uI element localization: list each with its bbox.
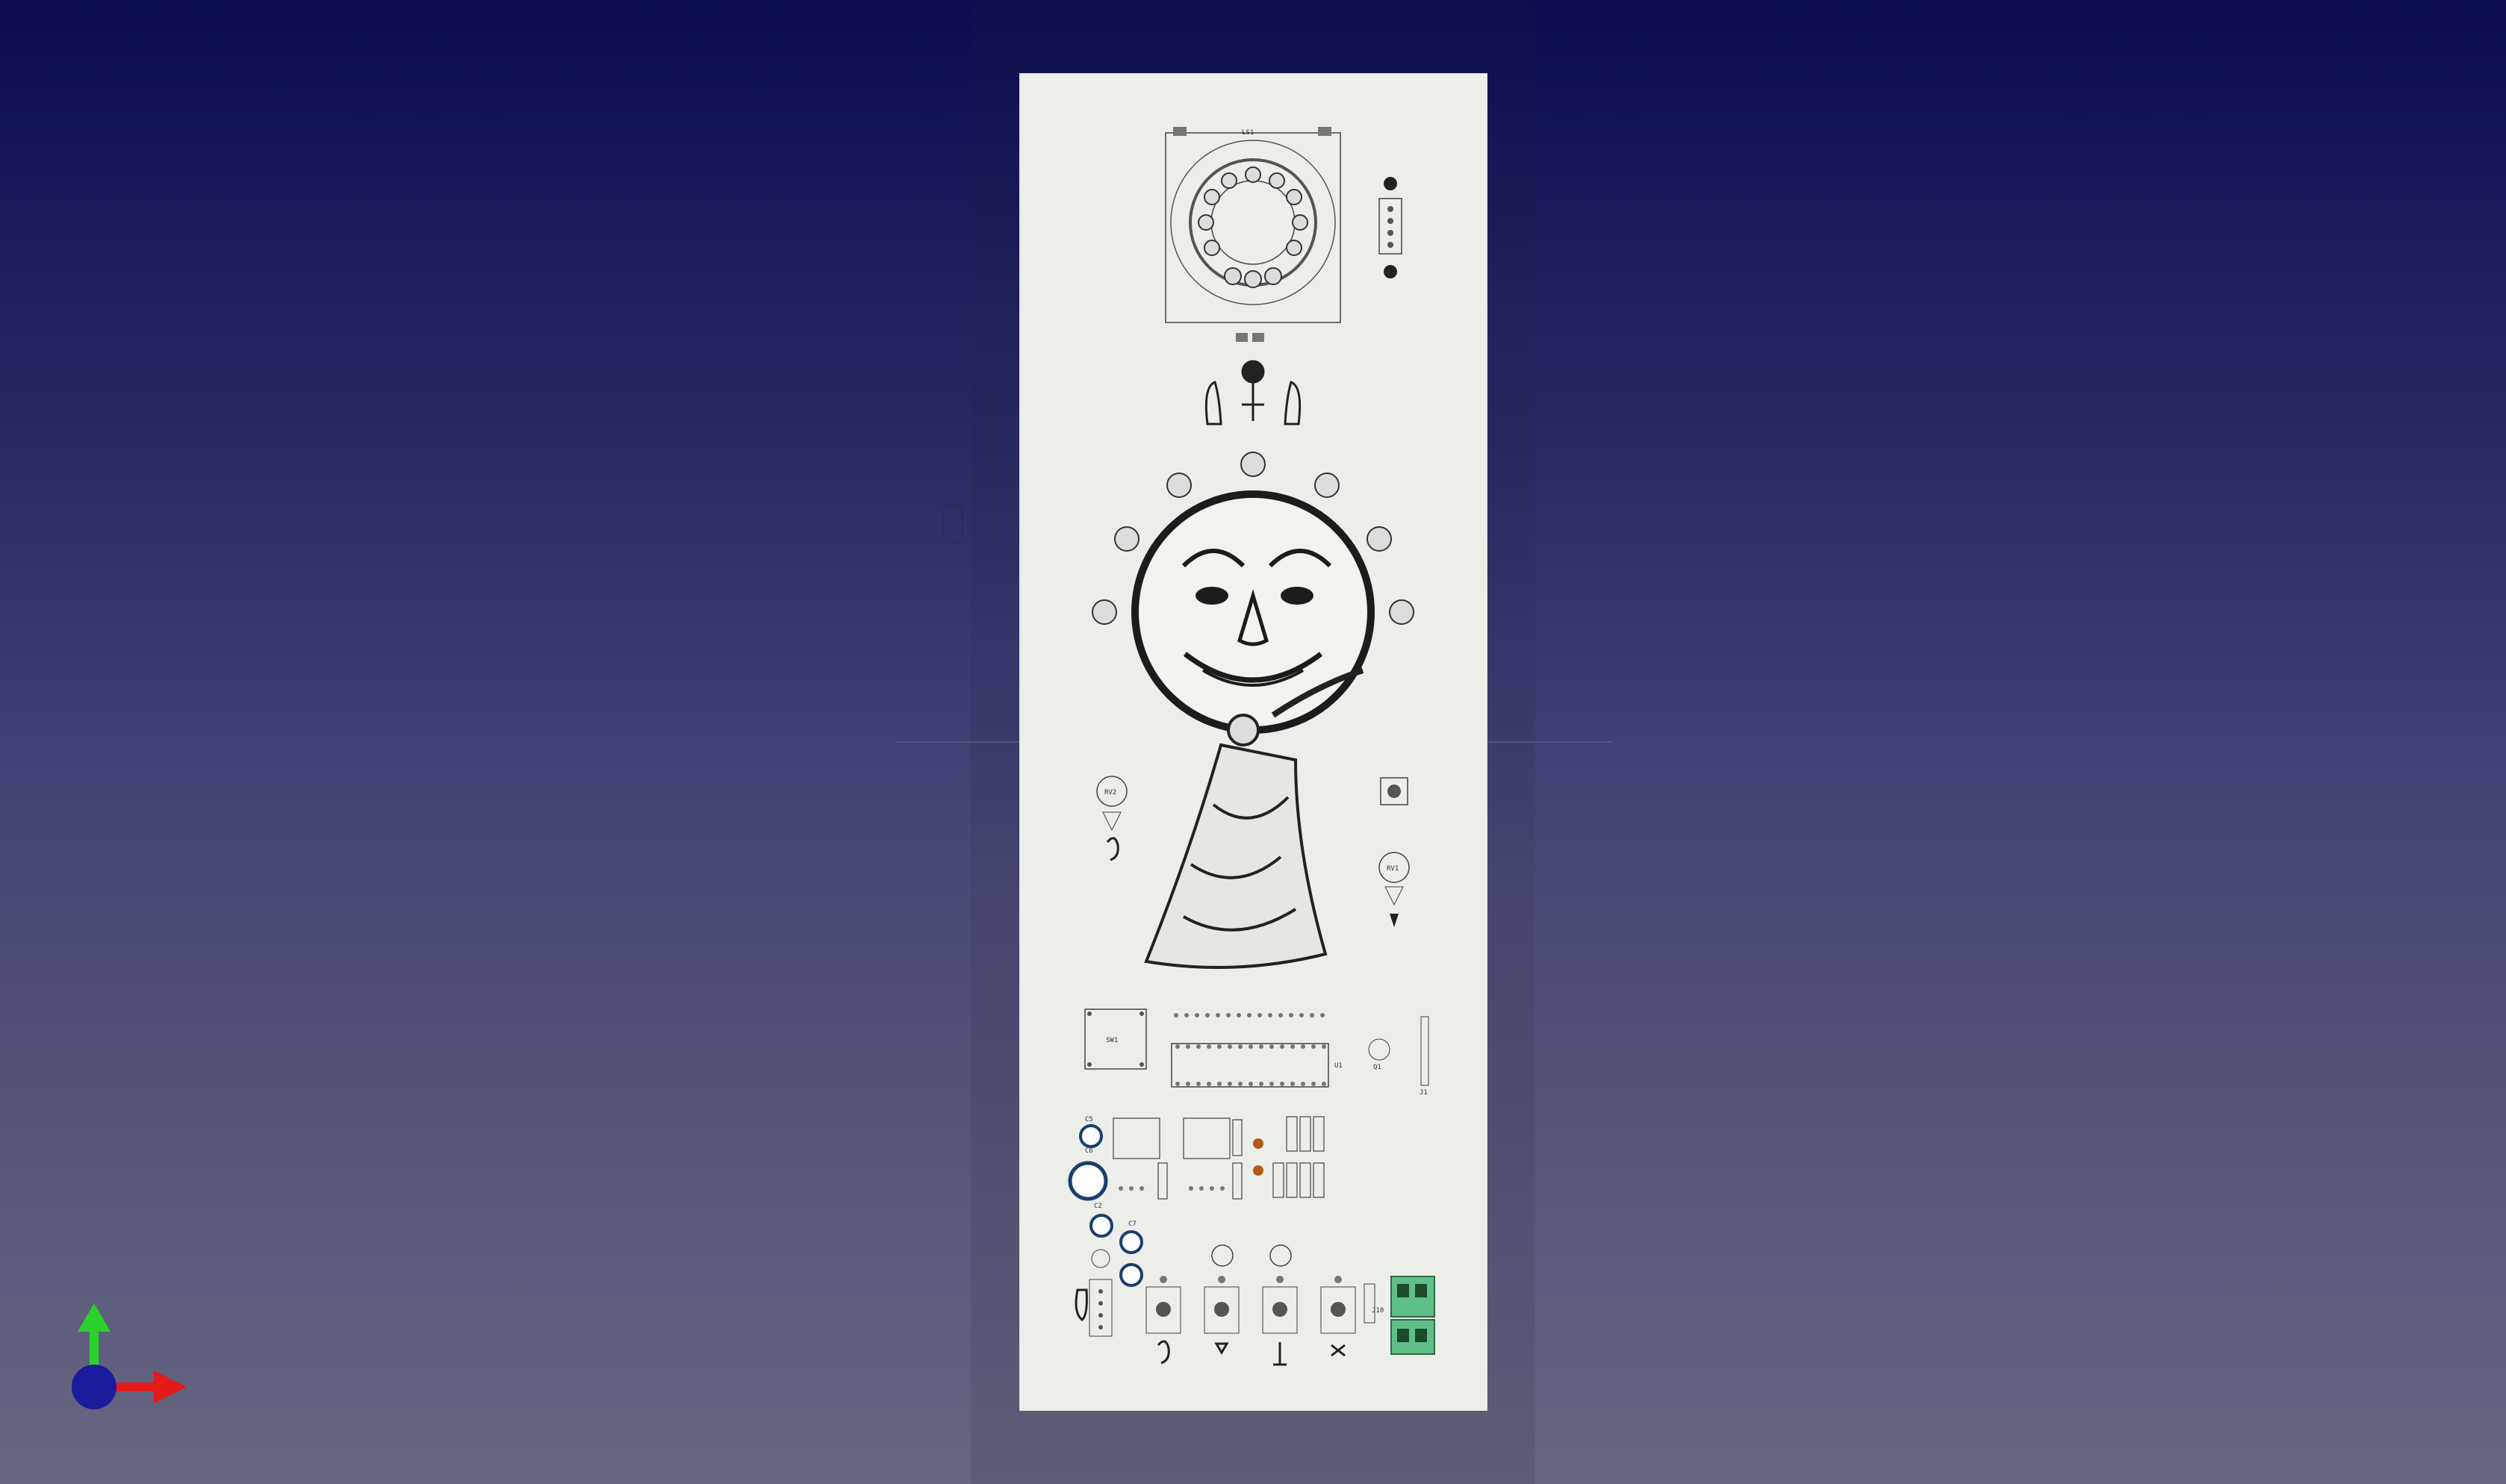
pcb-board[interactable]: LS1 (1019, 73, 1487, 1411)
ic-u1[interactable]: U1 (1171, 1043, 1343, 1088)
z-axis-sphere-icon (72, 1365, 116, 1409)
j10-label: J10 (1372, 1307, 1384, 1315)
speaker-ref-label: LS1 (1242, 129, 1254, 137)
floating-hand-glyph (942, 505, 963, 543)
resistor-array[interactable] (1113, 1116, 1325, 1200)
u1-label: U1 (1334, 1062, 1343, 1070)
monk-figure-art (1144, 667, 1364, 969)
c7-label: C7 (1128, 1220, 1137, 1228)
hands-venus-art (1204, 360, 1302, 425)
rv1-label: RV1 (1387, 865, 1399, 873)
axis-gizmo-svg (72, 1303, 187, 1409)
transistor-q1[interactable]: Q1 (1368, 1038, 1390, 1071)
capacitor-c7[interactable]: C7 (1119, 1220, 1143, 1287)
axis-gizmo[interactable] (60, 1299, 194, 1418)
c5-label: C5 (1085, 1116, 1093, 1123)
power-connector-j10[interactable]: J10 (1364, 1276, 1435, 1355)
hand-symbol (1075, 1288, 1088, 1321)
header-row-top (1174, 1013, 1325, 1017)
speaker-ls1[interactable]: LS1 (1165, 127, 1341, 342)
rv2-label: RV2 (1104, 789, 1116, 796)
led-d2[interactable] (1253, 1165, 1263, 1176)
c6-label: C6 (1085, 1147, 1093, 1155)
y-axis-arrow-icon (78, 1303, 111, 1332)
pin-row-bottom (1119, 1186, 1225, 1191)
capacitor-c5[interactable]: C5 (1079, 1116, 1103, 1148)
led-ring-pads (1092, 452, 1414, 625)
led-d1[interactable] (1253, 1138, 1263, 1149)
connector-left[interactable] (1089, 1249, 1113, 1337)
sw1-label: SW1 (1106, 1037, 1118, 1044)
j1-label: J1 (1420, 1089, 1428, 1097)
potentiometer-rv2[interactable]: RV2 (1096, 776, 1128, 861)
pushbutton-right[interactable] (1380, 777, 1408, 805)
capacitor-c6[interactable]: C6 (1068, 1147, 1108, 1201)
q1-label: Q1 (1373, 1064, 1381, 1071)
connector-j1[interactable]: J1 (1420, 1016, 1429, 1097)
capacitor-c2[interactable]: C2 (1089, 1203, 1113, 1238)
pcb-board-svg: LS1 (1019, 73, 1487, 1411)
speaker-connector[interactable] (1378, 177, 1402, 278)
c2-label: C2 (1094, 1203, 1102, 1210)
potentiometer-rv1[interactable]: RV1 (1378, 852, 1410, 927)
jack-sockets[interactable] (1145, 1244, 1356, 1334)
jack-symbols (1157, 1340, 1346, 1366)
switch-sw1[interactable]: SW1 (1084, 1008, 1147, 1070)
x-axis-arrow-icon (154, 1371, 187, 1403)
moon-face-art (1131, 490, 1375, 734)
